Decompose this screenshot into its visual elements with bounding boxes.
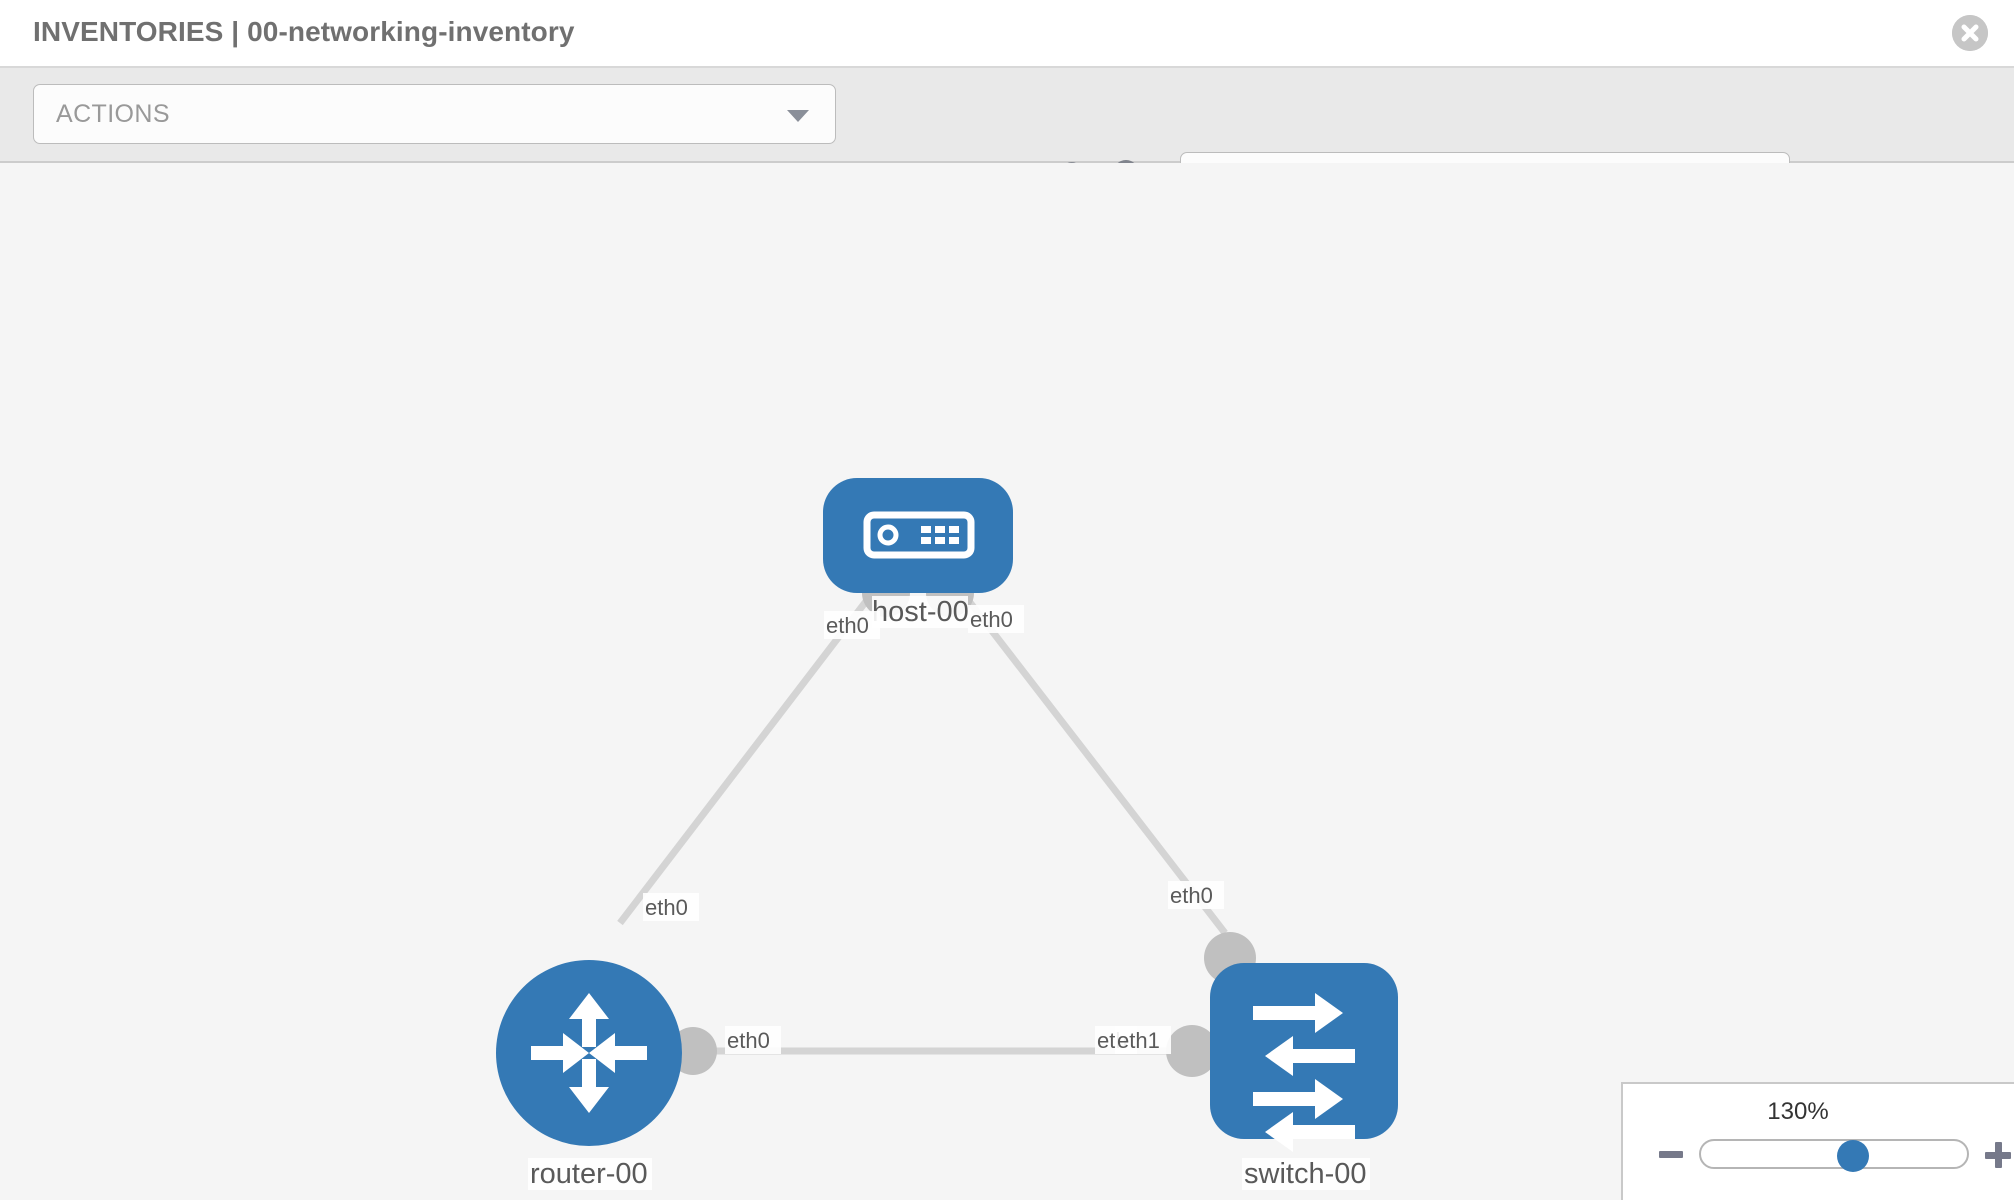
zoom-percent-label: 130% [1767,1098,1829,1125]
svg-text:eth0: eth0 [826,613,869,638]
node-label: router-00 [530,1158,648,1190]
plus-icon[interactable] [1985,1142,2011,1168]
interface-label: eth0 [824,611,880,639]
interface-label: eth1 [1115,1026,1171,1054]
interface-label: eth0 [968,605,1024,633]
close-icon[interactable] [1952,15,1988,51]
interface-label: eth0 [725,1026,781,1054]
interface-label: eth0 [1168,881,1224,909]
svg-text:eth1: eth1 [1117,1028,1160,1053]
toolbar: ACTIONS SEARCH [0,68,2014,212]
actions-dropdown[interactable]: ACTIONS [33,84,836,144]
node-host-00[interactable]: host-00 [823,478,1013,628]
zoom-slider-track[interactable] [1699,1139,1969,1169]
router-arrows-icon [531,993,647,1113]
svg-text:eth0: eth0 [970,607,1013,632]
svg-text:eth0: eth0 [727,1028,770,1053]
edge-host00-switch00[interactable] [952,580,1228,936]
interface-nub[interactable] [1166,1025,1218,1077]
svg-text:eth0: eth0 [645,895,688,920]
page-title: INVENTORIES | 00-networking-inventory [33,16,575,47]
page-header: INVENTORIES | 00-networking-inventory [0,0,2014,68]
server-icon [863,511,975,559]
node-router-00[interactable]: router-00 [496,960,682,1190]
zoom-slider-thumb[interactable] [1837,1140,1869,1172]
minus-icon[interactable] [1659,1151,1683,1158]
node-label: host-00 [872,596,969,628]
zoom-control-panel: 130% [1621,1082,2014,1200]
edge-host00-router00[interactable] [617,580,883,926]
chevron-down-icon [787,110,809,122]
topology-graph: host-00 router-00 [496,478,1398,1190]
switch-arrows-icon [1253,993,1355,1152]
topology-canvas[interactable]: host-00 router-00 [0,163,2014,1200]
node-switch-00[interactable]: switch-00 [1210,963,1398,1190]
actions-dropdown-label: ACTIONS [56,100,170,128]
interface-label: eth0 [643,893,699,921]
node-label: switch-00 [1244,1158,1367,1190]
svg-text:eth0: eth0 [1170,883,1213,908]
